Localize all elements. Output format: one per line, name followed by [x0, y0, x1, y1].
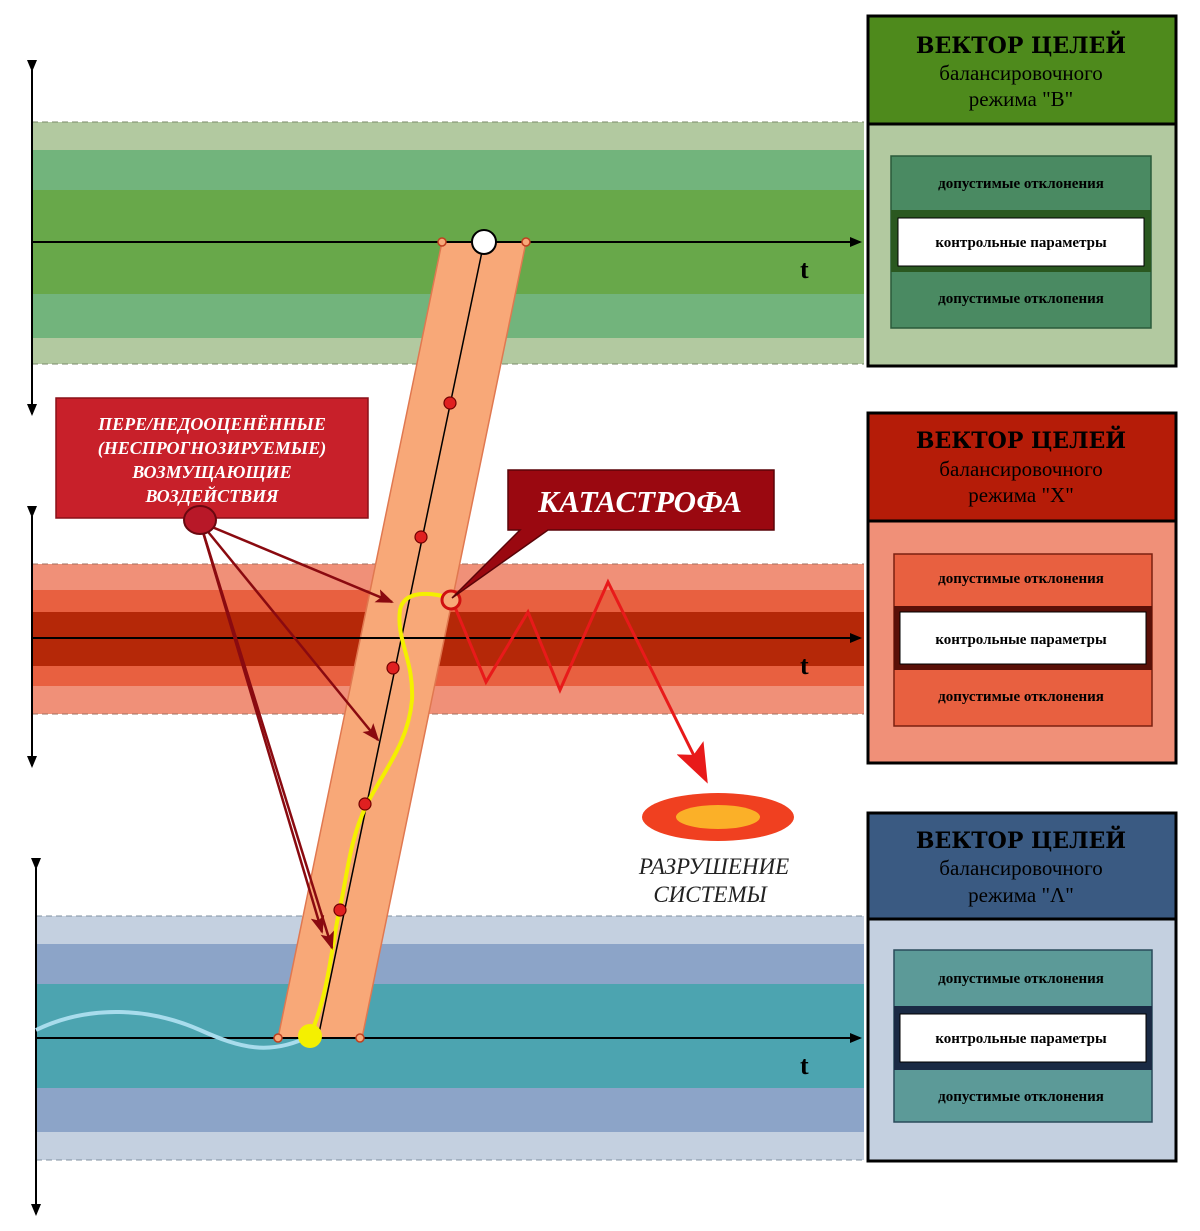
panel-x-upper-label: допустимые отклонения: [938, 571, 1104, 587]
goal-vector-panel-b: ВЕКТОР ЦЕЛЕЙ балансировочного режима "В"…: [866, 14, 1178, 368]
panel-b-title-1: ВЕКТОР ЦЕЛЕЙ: [916, 30, 1126, 59]
disturbance-arrows: [198, 520, 394, 950]
axis-label-x: t: [800, 651, 809, 680]
panel-l-lower-label: допустимые отклонения: [938, 1089, 1104, 1105]
axis-label-l: t: [800, 1051, 809, 1080]
panel-b-title-2: балансировочного: [939, 61, 1102, 85]
panel-l-upper-label: допустимые отклонения: [938, 971, 1104, 987]
panel-x-title-1: ВЕКТОР ЦЕЛЕЙ: [916, 425, 1126, 454]
disturbance-line-2: (НЕСПРОГНОЗИРУЕМЫЕ): [98, 438, 327, 459]
destruction-line-2: СИСТЕМЫ: [653, 882, 768, 907]
destruction-line-1: РАЗРУШЕНИЕ: [638, 854, 789, 879]
disturbance-line-1: ПЕРЕ/НЕДООЦЕНЁННЫЕ: [97, 414, 326, 434]
corridor-dots: [333, 396, 457, 917]
goal-vector-panel-x: ВЕКТОР ЦЕЛЕЙ балансировочного режима "Х"…: [866, 411, 1178, 765]
catastrophe-label: КАТАСТРОФА: [537, 484, 742, 519]
panel-l-title-2: балансировочного: [939, 856, 1102, 880]
disturbance-line-3: ВОЗМУЩАЮЩИЕ: [131, 462, 291, 482]
panel-l-center-label: контрольные параметры: [935, 1031, 1107, 1047]
panel-b-title-3: режима "В": [969, 87, 1073, 111]
panel-x-center-label: контрольные параметры: [935, 632, 1107, 648]
catastrophe-zigzag: [450, 578, 708, 784]
disturbance-source: [183, 505, 217, 535]
axis-label-b: t: [800, 255, 809, 284]
panel-b-upper-label: допустимые отклонения: [938, 176, 1104, 192]
yellow-trajectory: [308, 591, 451, 1037]
panel-b-lower-label: допустимые отклопения: [938, 291, 1104, 307]
goal-vector-panel-l: ВЕКТОР ЦЕЛЕЙ балансировочного режима "Λ"…: [866, 811, 1178, 1163]
initial-wave: [35, 1010, 311, 1050]
target-point: [471, 229, 497, 255]
panel-x-title-2: балансировочного: [939, 457, 1102, 481]
start-point: [298, 1024, 322, 1048]
panel-l-title-3: режима "Λ": [968, 883, 1074, 907]
destruction-marker: [642, 793, 794, 841]
panel-x-lower-label: допустимые отклонения: [938, 689, 1104, 705]
disturbance-line-4: ВОЗДЕЙСТВИЯ: [144, 484, 279, 506]
corridor-corner-dots: [273, 237, 531, 1043]
panel-b-center-label: контрольные параметры: [935, 235, 1107, 251]
catastrophe-callout: КАТАСТРОФА: [451, 469, 775, 599]
disturbance-box: ПЕРЕ/НЕДООЦЕНЁННЫЕ (НЕСПРОГНОЗИРУЕМЫЕ) В…: [55, 397, 369, 519]
panel-x-title-3: режима "Х": [968, 483, 1074, 507]
panel-l-title-1: ВЕКТОР ЦЕЛЕЙ: [916, 825, 1126, 854]
